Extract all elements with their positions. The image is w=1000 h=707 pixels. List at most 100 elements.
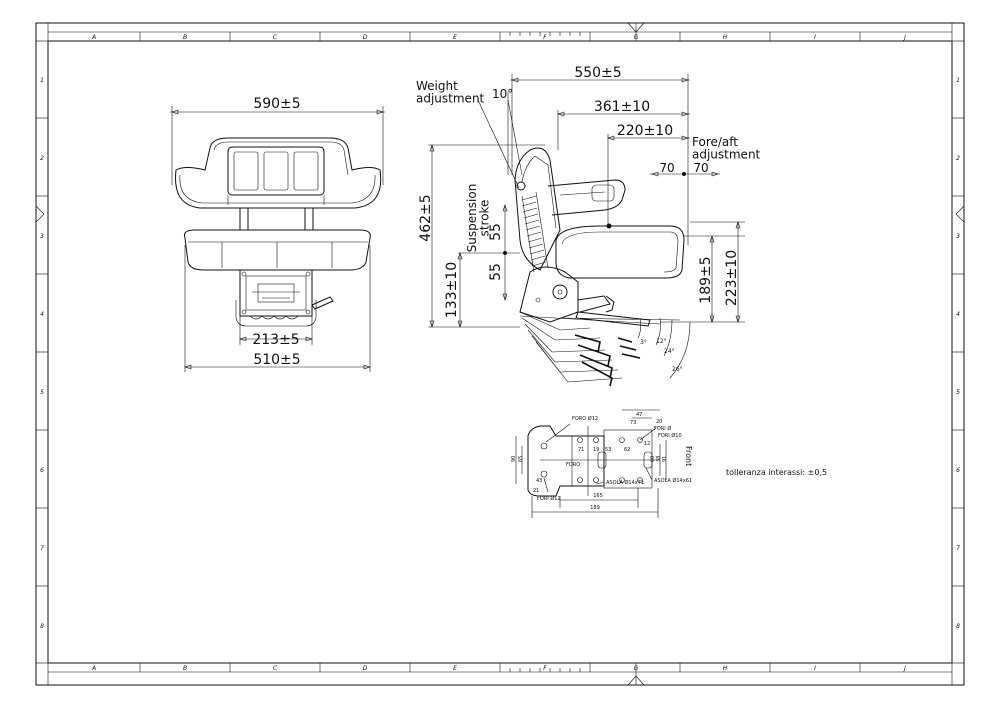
backrest-outline (175, 137, 382, 209)
foro-12-bottom: FORI Ø12 (537, 495, 561, 502)
col-label: G (634, 34, 639, 41)
row-label: 4 (956, 311, 960, 318)
angle-24: 24° (664, 348, 675, 355)
fori-a: FORI Ø (654, 425, 671, 432)
col-label: B (183, 665, 187, 672)
dim-height-223: 223±10 (724, 250, 740, 306)
outer-frame (35, 22, 965, 686)
label-line: stroke (478, 200, 492, 237)
foro: FORO (566, 462, 580, 468)
dim-53: 53 (605, 447, 611, 453)
col-label: F (543, 665, 547, 672)
angle-12: 12° (656, 338, 667, 345)
seat-cushion-side (555, 225, 685, 279)
row-label: 8 (956, 623, 960, 630)
dim-depth-220: 220±10 (617, 123, 673, 139)
row-dividers (36, 117, 964, 587)
dim-38: 38 (656, 456, 662, 462)
dim-189: 189 (590, 505, 600, 511)
row-label: 1 (956, 77, 960, 84)
dim-overall-depth: 550±5 (574, 65, 621, 81)
angle-arcs (559, 317, 691, 379)
dim-43: 43 (536, 478, 542, 484)
col-label: A (91, 34, 96, 41)
seat-cushion (184, 229, 371, 271)
column-dividers (139, 32, 861, 672)
base-plate-outline (527, 425, 605, 497)
label-line: adjustment (692, 148, 761, 162)
angle-10: 10° (492, 87, 513, 101)
dim-47: 47 (636, 412, 642, 418)
dim-21: 21 (533, 488, 539, 494)
dim-62: 62 (624, 447, 630, 453)
row-label: 3 (956, 233, 960, 240)
fore-aft-left: 70 (659, 161, 674, 175)
stroke-down: 55 (488, 263, 504, 281)
row-label: 6 (956, 467, 960, 474)
col-label: B (183, 34, 187, 41)
col-label: J (903, 665, 906, 672)
row-label: 6 (40, 467, 44, 474)
col-label: I (814, 34, 816, 41)
dim-91: 91 (662, 456, 668, 462)
dim-19: 19 (593, 447, 599, 453)
asola-14x71: ASOLA Ø14x71 (606, 479, 644, 486)
angle-3: 3° (640, 339, 647, 346)
col-label: J (903, 34, 906, 41)
dim-height-189: 189±5 (698, 256, 714, 303)
dim-width-top: 590±5 (253, 96, 300, 112)
fori-10: FORI Ø10 (658, 432, 682, 439)
column-labels-top: A B C D E F G H I J (91, 34, 906, 41)
dim-165: 165 (593, 493, 603, 499)
suspension-label: Suspensionstroke (465, 184, 492, 253)
dim-71: 71 (578, 447, 584, 453)
col-label: A (91, 665, 96, 672)
col-label: E (453, 665, 457, 672)
dim-width-bottom: 510±5 (253, 352, 300, 368)
angle-26: 26° (672, 366, 683, 373)
col-label: G (634, 665, 639, 672)
backrest-pad (227, 146, 325, 196)
lever-icon (311, 296, 334, 310)
row-label: 2 (40, 155, 44, 162)
dim-60: 60 (650, 456, 656, 462)
dim-height-133: 133±10 (444, 262, 460, 318)
suspension-base (239, 269, 313, 317)
dim-height-total: 462±5 (418, 194, 434, 241)
col-label: H (723, 665, 728, 672)
col-label: D (363, 665, 368, 672)
col-label: C (273, 34, 278, 41)
col-label: E (453, 34, 457, 41)
col-label: D (363, 34, 368, 41)
foro-12-top: FORO Ø12 (572, 415, 598, 422)
armrest (547, 179, 626, 216)
center-mark-right (955, 205, 965, 223)
dim-width-base: 213±5 (252, 332, 299, 348)
row-label: 4 (40, 311, 44, 318)
stroke-up: 55 (488, 223, 504, 241)
dim-73: 73 (630, 420, 636, 426)
column-labels-bottom: A B C D E F G H I J (91, 665, 906, 672)
row-label: 1 (40, 77, 44, 84)
row-labels-left: 1 2 3 4 5 6 7 8 (40, 77, 44, 630)
suspension-mechanism-side (519, 266, 579, 323)
front-view: 590±5 (170, 96, 385, 372)
dim-90: 90 (511, 456, 517, 462)
dim-12: 12 (644, 441, 650, 447)
row-label: 5 (956, 389, 960, 396)
label-line: adjustment (416, 92, 485, 106)
row-label: 2 (956, 155, 960, 162)
col-label: F (543, 34, 547, 41)
tilt-positions (519, 311, 641, 387)
asola-14x61: ASOLA Ø14x61 (654, 477, 692, 484)
row-label: 7 (40, 545, 44, 552)
col-label: I (814, 665, 816, 672)
tolerance-note: tolleranza interassi: ±0,5 (726, 468, 827, 477)
backrest-side (514, 147, 561, 271)
front-label: Front (684, 446, 693, 466)
dim-depth-361: 361±10 (594, 99, 650, 115)
spring-icon (521, 191, 549, 273)
